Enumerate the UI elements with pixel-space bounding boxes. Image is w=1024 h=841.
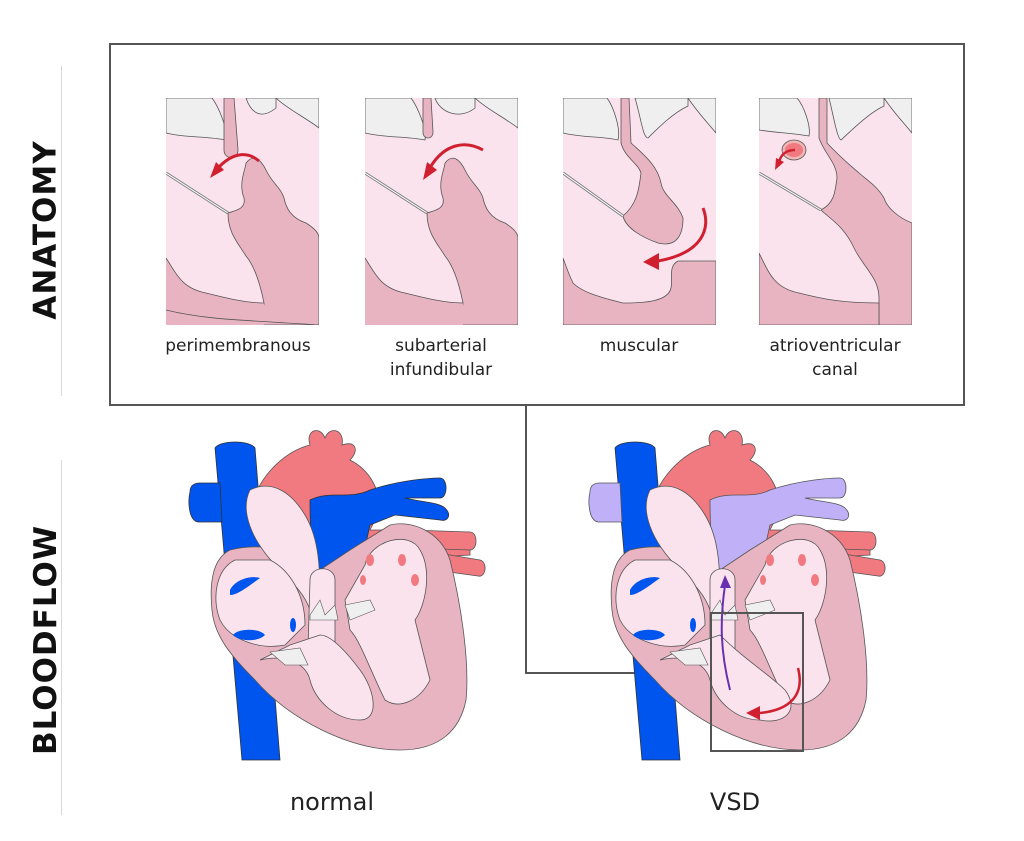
bloodflow-divider bbox=[61, 460, 62, 815]
label-vsd: VSD bbox=[709, 788, 761, 816]
label-line: muscular bbox=[599, 336, 679, 356]
normal-heart-illustration bbox=[170, 420, 500, 770]
anatomy-frame bbox=[109, 43, 965, 406]
panel-muscular bbox=[563, 98, 716, 325]
label-line: atrioventricular bbox=[769, 336, 901, 356]
label-line: perimembranous bbox=[165, 336, 311, 356]
perimembranous-illustration bbox=[166, 98, 319, 325]
panel-perimembranous bbox=[166, 98, 319, 325]
vsd-detail-frame bbox=[710, 612, 804, 752]
label-perimembranous: perimembranous bbox=[138, 334, 338, 358]
muscular-illustration bbox=[563, 98, 716, 325]
label-subarterial-infundibular: subarterial infundibular bbox=[341, 334, 541, 382]
atrioventricular-illustration bbox=[759, 98, 912, 325]
label-line: subarterial bbox=[395, 336, 487, 356]
label-normal: normal bbox=[289, 788, 375, 816]
bloodflow-label-text: BLOODFLOW bbox=[28, 524, 64, 756]
label-atrioventricular-canal: atrioventricular canal bbox=[735, 334, 935, 382]
connector-vertical bbox=[525, 406, 527, 674]
subarterial-illustration bbox=[365, 98, 518, 325]
label-line: infundibular bbox=[389, 360, 493, 380]
label-line: canal bbox=[812, 360, 858, 380]
connector-horizontal bbox=[525, 672, 711, 674]
label-muscular: muscular bbox=[539, 334, 739, 358]
anatomy-label-text: ANATOMY bbox=[28, 140, 65, 320]
normal-heart-svg bbox=[188, 430, 486, 761]
anatomy-divider bbox=[61, 66, 62, 396]
panel-subarterial-infundibular bbox=[365, 98, 518, 325]
panel-atrioventricular-canal bbox=[759, 98, 912, 325]
